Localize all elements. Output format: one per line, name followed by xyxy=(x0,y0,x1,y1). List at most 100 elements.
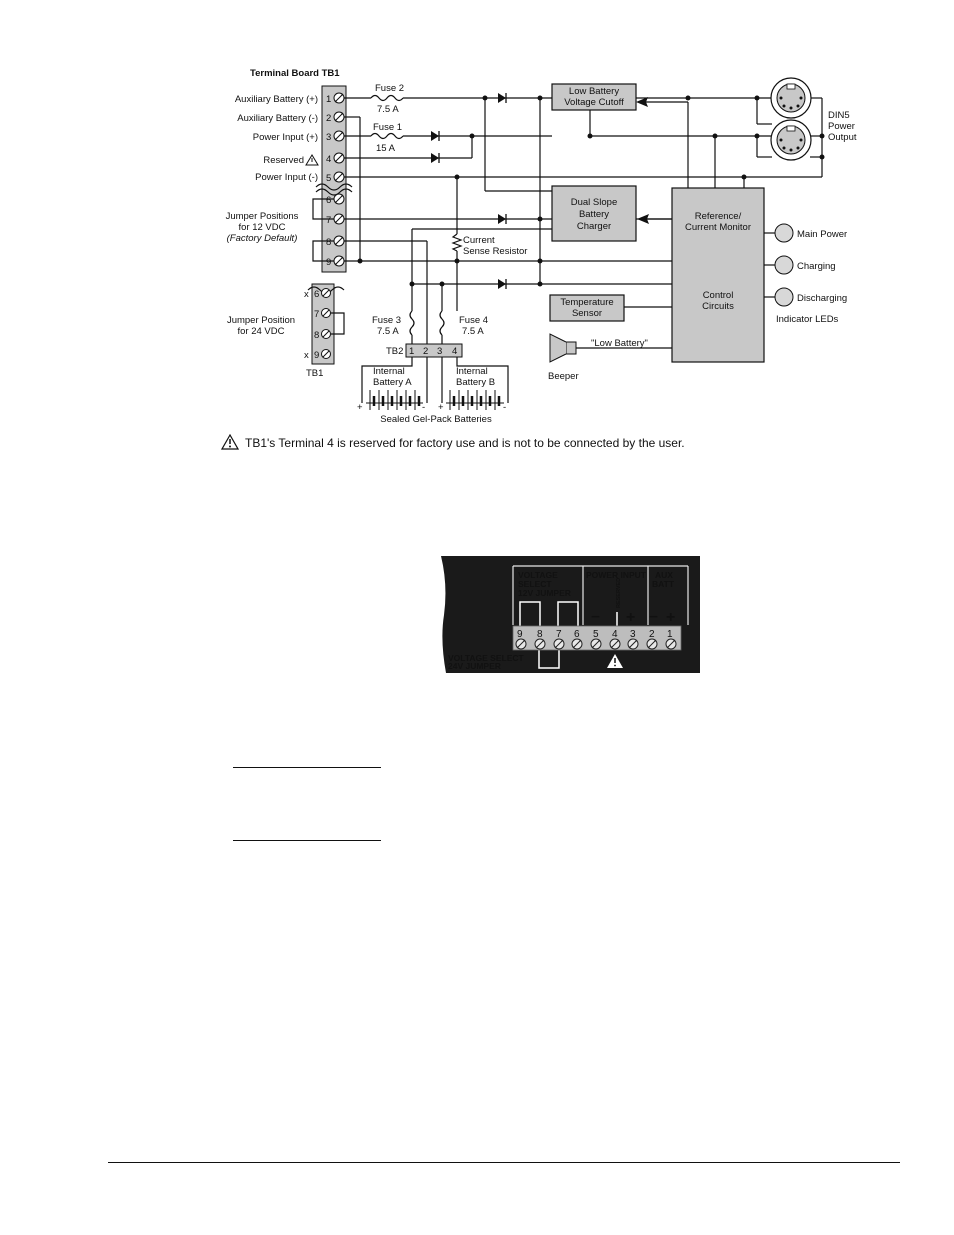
block-diagram: Terminal Board TB1 1 2 3 4 5 6 7 8 9 Aux… xyxy=(226,68,857,425)
svg-text:Voltage Cutoff: Voltage Cutoff xyxy=(564,97,624,108)
svg-text:Sensor: Sensor xyxy=(572,308,602,319)
svg-text:7: 7 xyxy=(314,309,319,320)
svg-text:Battery: Battery xyxy=(579,209,609,220)
svg-text:-: - xyxy=(422,402,425,413)
svg-text:(Factory Default): (Factory Default) xyxy=(227,233,298,244)
jumper-24v-shape xyxy=(538,648,560,669)
svg-text:+: + xyxy=(666,609,675,626)
svg-text:7.5 A: 7.5 A xyxy=(377,104,399,115)
svg-text:3: 3 xyxy=(630,629,636,640)
din5-connector-icon xyxy=(770,119,812,161)
svg-text:2: 2 xyxy=(649,629,655,640)
svg-text:Current Monitor: Current Monitor xyxy=(685,222,751,233)
voltage-select-label: VOLTAGE xyxy=(518,570,558,580)
x-mark: x xyxy=(304,289,309,300)
fuse3-label: Fuse 3 xyxy=(372,315,401,326)
svg-text:12V JUMPER: 12V JUMPER xyxy=(518,588,571,598)
svg-text:Battery A: Battery A xyxy=(373,377,412,388)
svg-text:6: 6 xyxy=(574,629,580,640)
svg-text:8: 8 xyxy=(537,629,543,640)
svg-text:7.5 A: 7.5 A xyxy=(377,326,399,337)
board-break xyxy=(315,183,353,191)
aux-battery-plus-label: Auxiliary Battery (+) xyxy=(235,94,318,105)
svg-text:7.5 A: 7.5 A xyxy=(462,326,484,337)
terminal-board-tb1-small xyxy=(311,283,335,365)
charging-led-icon xyxy=(774,255,794,275)
svg-text:Reference/: Reference/ xyxy=(695,211,742,222)
warning-icon xyxy=(221,434,239,450)
main-power-label: Main Power xyxy=(797,229,847,240)
battery-a: Internal Battery A + - xyxy=(357,357,428,413)
svg-text:for 12 VDC: for 12 VDC xyxy=(239,222,286,233)
din5-connector-icon xyxy=(770,77,812,119)
aux-battery-minus-label: Auxiliary Battery (-) xyxy=(237,113,318,124)
terminal-number: 8 xyxy=(326,237,331,248)
fuse4-label: Fuse 4 xyxy=(459,315,488,326)
arrow-icon xyxy=(637,214,649,224)
svg-text:1: 1 xyxy=(409,346,414,357)
svg-text:8: 8 xyxy=(314,330,319,341)
temperature-sensor-box xyxy=(549,294,625,322)
diode-icon xyxy=(431,131,440,141)
jumper-12v-shape xyxy=(519,601,541,626)
svg-text:5: 5 xyxy=(593,629,599,640)
figure-caption: TB1's Terminal 4 is reserved for factory… xyxy=(245,436,685,450)
battery-b: Internal Battery B + - xyxy=(438,357,509,413)
svg-text:+: + xyxy=(626,609,635,626)
svg-text:Dual Slope: Dual Slope xyxy=(571,197,617,208)
svg-text:3: 3 xyxy=(437,346,442,357)
svg-text:9: 9 xyxy=(314,350,319,361)
power-input-minus-label: Power Input (-) xyxy=(255,172,318,183)
warning-icon xyxy=(607,654,623,668)
terminal-panel-illustration: VOLTAGE SELECT 12V JUMPER POWER INPUT AU… xyxy=(441,556,700,673)
svg-text:for 24 VDC: for 24 VDC xyxy=(238,326,285,337)
svg-text:SELECT: SELECT xyxy=(518,579,552,589)
power-input-plus-label: Power Input (+) xyxy=(253,132,318,143)
jumper-wire xyxy=(312,198,334,220)
svg-text:6: 6 xyxy=(314,289,319,300)
terminal-number: 4 xyxy=(326,154,331,165)
jumper24-label: Jumper Position xyxy=(227,315,295,326)
svg-text:-: - xyxy=(503,402,506,413)
svg-text:15 A: 15 A xyxy=(376,143,396,154)
fuse2-label: Fuse 2 xyxy=(375,83,404,94)
svg-text:9: 9 xyxy=(517,629,523,640)
beeper-icon xyxy=(549,333,577,363)
svg-text:Circuits: Circuits xyxy=(702,301,734,312)
power-input-label: POWER INPUT xyxy=(586,570,647,580)
svg-text:Power: Power xyxy=(828,121,855,132)
discharging-label: Discharging xyxy=(797,293,847,304)
charger-box xyxy=(551,185,637,242)
charging-label: Charging xyxy=(797,261,836,272)
din5-label: DIN5 xyxy=(828,110,850,121)
diode-icon xyxy=(498,214,507,224)
svg-text:4: 4 xyxy=(452,346,457,357)
aux-batt-label: AUX xyxy=(655,570,673,580)
svg-text:Low Battery: Low Battery xyxy=(569,86,619,97)
low-battery-signal-label: "Low Battery" xyxy=(591,338,648,349)
svg-text:2: 2 xyxy=(423,346,428,357)
svg-text:Control: Control xyxy=(703,290,734,301)
warning-icon xyxy=(305,154,319,166)
main-power-led-icon xyxy=(774,223,794,243)
terminal-number: 6 xyxy=(326,195,331,206)
svg-text:+: + xyxy=(438,402,444,413)
terminal-number: 1 xyxy=(326,94,331,105)
terminal-number: 9 xyxy=(326,257,331,268)
svg-text:4: 4 xyxy=(612,629,618,640)
terminal-number: 3 xyxy=(326,132,331,143)
svg-text:BATT: BATT xyxy=(652,579,675,589)
beeper-label: Beeper xyxy=(548,371,579,382)
jumper-wire xyxy=(312,240,334,262)
svg-text:+: + xyxy=(357,402,363,413)
svg-text:–: – xyxy=(649,608,658,625)
svg-text:Internal: Internal xyxy=(456,366,488,377)
svg-text:Sense Resistor: Sense Resistor xyxy=(463,246,527,257)
footer-rule xyxy=(108,1162,900,1163)
indicator-leds-label: Indicator LEDs xyxy=(776,314,839,325)
diode-icon xyxy=(431,153,440,163)
svg-text:Output: Output xyxy=(828,132,857,143)
svg-text:Battery B: Battery B xyxy=(456,377,495,388)
junction-dots xyxy=(357,95,825,287)
horizontal-rule xyxy=(233,840,381,841)
